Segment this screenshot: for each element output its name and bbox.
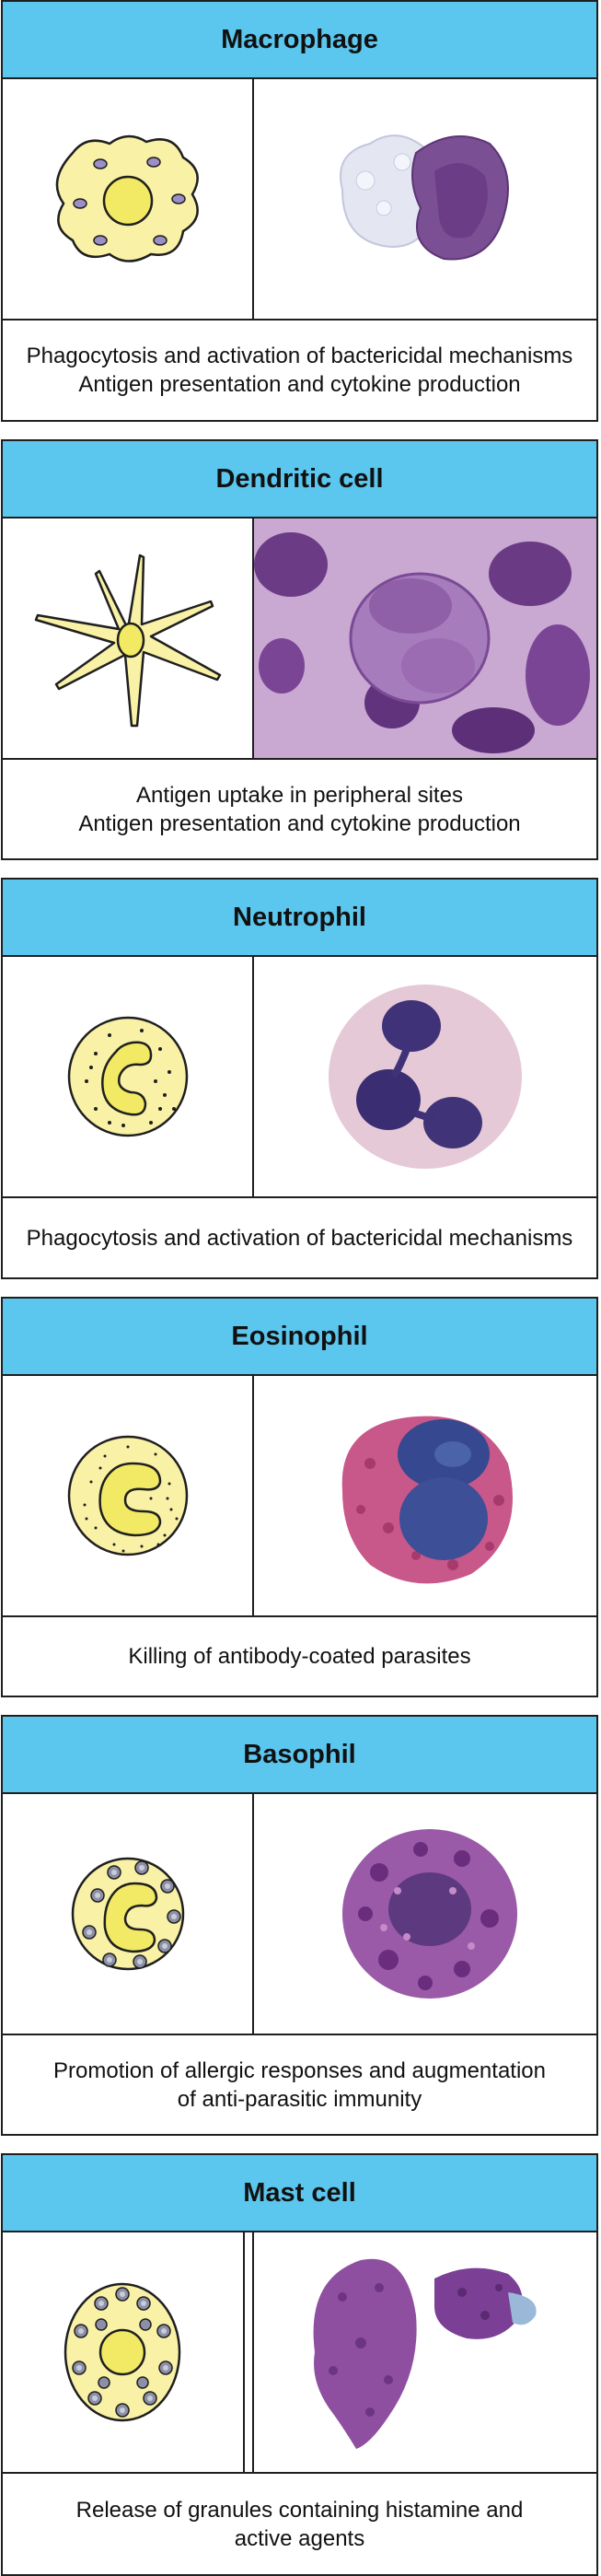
description-line: Antigen uptake in peripheral sites <box>136 782 463 808</box>
eosinophil-micrograph <box>254 1376 596 1615</box>
description-line: Killing of antibody-coated parasites <box>128 1644 471 1669</box>
image-row <box>3 519 596 760</box>
card-neutrophil: Neutrophil <box>1 878 598 1279</box>
card-description: Phagocytosis and activation of bacterici… <box>3 321 596 420</box>
basophil-diagram <box>3 1794 254 2034</box>
mast-cell-micrograph <box>254 2232 596 2472</box>
dendritic-cell-micrograph <box>254 519 596 758</box>
image-row <box>3 957 596 1198</box>
card-title: Basophil <box>243 1739 356 1769</box>
micrograph-image <box>313 2258 537 2449</box>
image-row <box>3 1376 596 1617</box>
basophil-cell-icon <box>71 1857 184 1971</box>
card-header: Dendritic cell <box>3 441 596 519</box>
neutrophil-cell-icon <box>67 1016 188 1137</box>
card-header: Macrophage <box>3 2 596 79</box>
basophil-micrograph <box>254 1794 596 2034</box>
card-macrophage: Macrophage <box>1 0 598 422</box>
image-row <box>3 2232 596 2474</box>
description-line: Phagocytosis and activation of bacterici… <box>26 1225 573 1251</box>
card-eosinophil: Eosinophil <box>1 1297 598 1697</box>
micrograph-image <box>342 1829 517 1999</box>
card-description: Promotion of allergic responses and augm… <box>3 2035 596 2134</box>
image-row <box>3 79 596 321</box>
description-line: Antigen presentation and cytokine produc… <box>78 810 521 836</box>
card-description: Killing of antibody-coated parasites <box>3 1617 596 1696</box>
eosinophil-cell-icon <box>67 1435 188 1556</box>
divider <box>243 2232 254 2472</box>
macrophage-micrograph <box>254 79 596 319</box>
micrograph-image <box>341 1416 513 1584</box>
card-dendritic-cell: Dendritic cell Antigen uptak <box>1 439 598 860</box>
card-header: Eosinophil <box>3 1299 596 1376</box>
description-line: Promotion of allergic responses and augm… <box>53 2057 546 2083</box>
micrograph-image <box>329 985 522 1169</box>
card-title: Neutrophil <box>233 902 366 932</box>
macrophage-diagram <box>3 79 254 319</box>
eosinophil-diagram <box>3 1376 254 1615</box>
card-header: Basophil <box>3 1717 596 1794</box>
card-title: Macrophage <box>221 24 378 54</box>
description-line: Phagocytosis and activation of bacterici… <box>26 344 573 368</box>
card-header: Mast cell <box>3 2155 596 2232</box>
mast-cell-icon <box>64 2282 180 2422</box>
card-description: Phagocytosis and activation of bacterici… <box>3 1198 596 1277</box>
macrophage-cell-icon <box>55 134 199 262</box>
neutrophil-diagram <box>3 957 254 1196</box>
card-mast-cell: Mast cell <box>1 2153 598 2576</box>
dendritic-cell-icon <box>34 554 221 728</box>
mast-cell-diagram <box>3 2232 254 2472</box>
description-line: Release of granules containing histamine… <box>75 2497 524 2523</box>
card-title: Eosinophil <box>231 1321 368 1351</box>
card-description: Antigen uptake in peripheral sites Antig… <box>3 760 596 858</box>
dendritic-cell-diagram <box>3 519 254 758</box>
micrograph-image <box>340 134 509 261</box>
card-title: Dendritic cell <box>215 463 384 494</box>
card-title: Mast cell <box>243 2177 356 2208</box>
description-line: Antigen presentation and cytokine produc… <box>78 372 521 397</box>
micrograph-image <box>254 519 596 758</box>
image-row <box>3 1794 596 2035</box>
description-line: active agents <box>234 2525 365 2551</box>
card-header: Neutrophil <box>3 880 596 957</box>
card-basophil: Basophil <box>1 1715 598 2136</box>
description-line: of anti-parasitic immunity <box>177 2086 422 2112</box>
neutrophil-micrograph <box>254 957 596 1196</box>
card-description: Release of granules containing histamine… <box>3 2474 596 2574</box>
